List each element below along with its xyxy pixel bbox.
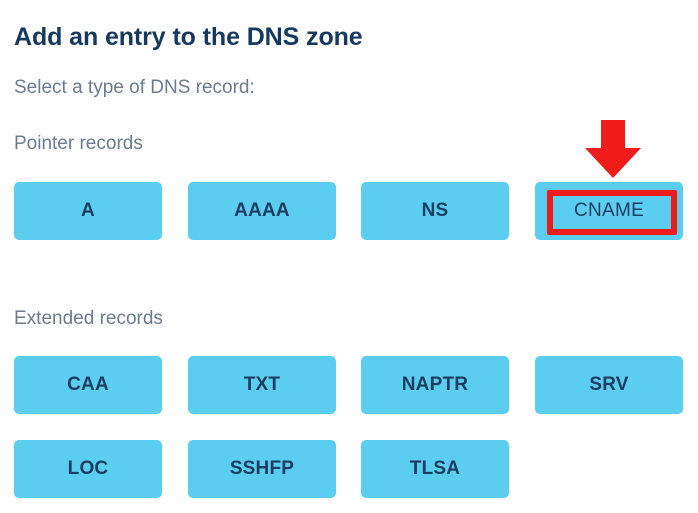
section-label-extended-records: Extended records — [14, 308, 163, 329]
record-type-button-aaaa[interactable]: AAAA — [188, 182, 336, 240]
record-type-button-txt[interactable]: TXT — [188, 356, 336, 414]
record-type-button-cname[interactable]: CNAME — [535, 182, 683, 240]
record-type-button-naptr[interactable]: NAPTR — [361, 356, 509, 414]
record-type-button-a[interactable]: A — [14, 182, 162, 240]
record-type-button-tlsa[interactable]: TLSA — [361, 440, 509, 498]
record-type-button-ns[interactable]: NS — [361, 182, 509, 240]
page-subtitle: Select a type of DNS record: — [14, 77, 255, 98]
record-type-button-srv[interactable]: SRV — [535, 356, 683, 414]
record-type-button-caa[interactable]: CAA — [14, 356, 162, 414]
record-type-button-sshfp[interactable]: SSHFP — [188, 440, 336, 498]
record-type-button-loc[interactable]: LOC — [14, 440, 162, 498]
annotation-down-arrow-icon — [585, 120, 641, 178]
section-label-pointer-records: Pointer records — [14, 133, 143, 154]
page-title: Add an entry to the DNS zone — [14, 22, 363, 51]
